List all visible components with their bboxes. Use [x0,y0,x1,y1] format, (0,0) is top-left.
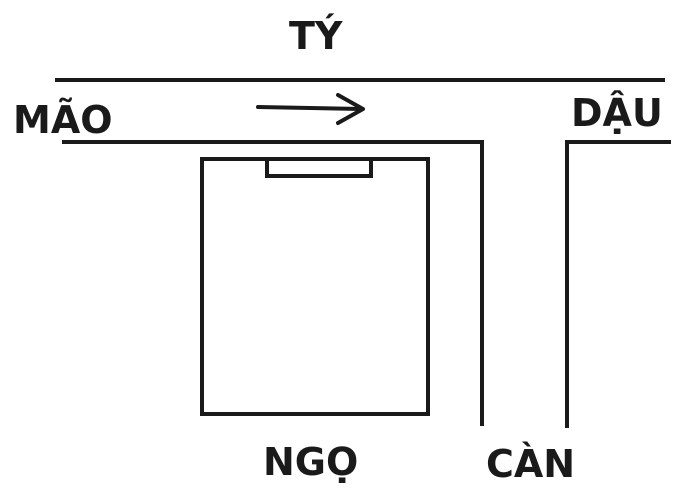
road-edge-bottom-left [62,140,484,426]
direction-label-northwest: CÀN [486,442,576,486]
arrow-right-icon [256,93,365,125]
house-door [265,157,373,178]
direction-label-west: DẬU [571,91,663,135]
direction-label-north: TÝ [289,14,343,58]
house-outline [200,157,430,416]
direction-label-east: MÃO [13,98,113,142]
road-edge-bottom-right [565,140,671,428]
direction-label-south: NGỌ [263,440,359,484]
